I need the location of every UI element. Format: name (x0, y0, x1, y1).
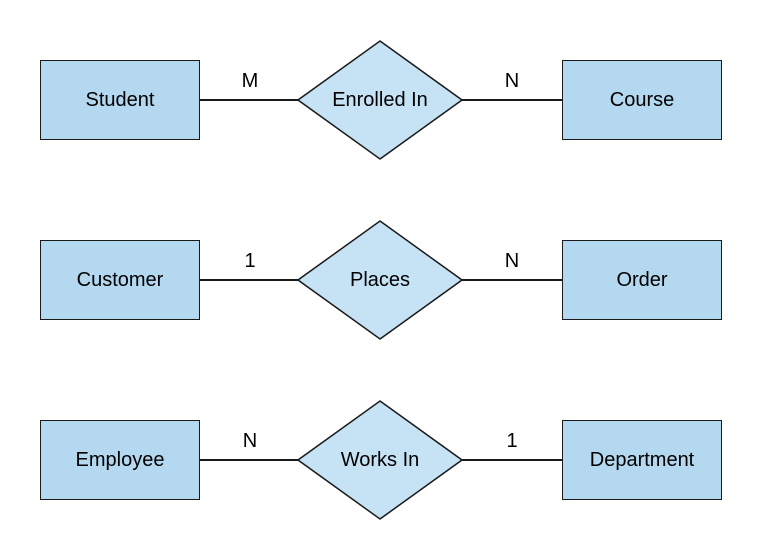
cardinality-label-left: 1 (244, 250, 256, 272)
relationship-places: Places (297, 220, 463, 340)
connector-line-customer-places (200, 279, 298, 281)
entity-customer-label: Customer (76, 268, 164, 291)
entity-department: Department (562, 420, 722, 500)
cardinality-label-right: 1 (506, 430, 518, 452)
relationship-row-student-course: Student M Enrolled In N Course (0, 40, 761, 160)
relationship-row-employee-department: Employee N Works In 1 Department (0, 400, 761, 520)
entity-order: Order (562, 240, 722, 320)
entity-department-label: Department (589, 448, 695, 471)
connector-line-places-order (462, 279, 562, 281)
cardinality-label-left: N (242, 430, 258, 452)
entity-student: Student (40, 60, 200, 140)
relationship-enrolled-in: Enrolled In (297, 40, 463, 160)
entity-student-label: Student (85, 88, 155, 111)
diamond-shape (297, 40, 463, 160)
relationship-enrolled-in-label: Enrolled In (332, 88, 428, 111)
cardinality-label-left: M (241, 70, 259, 92)
entity-order-label: Order (616, 268, 668, 291)
entity-employee: Employee (40, 420, 200, 500)
relationship-places-label: Places (349, 268, 411, 291)
diamond-shape (297, 220, 463, 340)
entity-course: Course (562, 60, 722, 140)
relationship-works-in: Works In (297, 400, 463, 520)
relationship-row-customer-order: Customer 1 Places N Order (0, 220, 761, 340)
connector-line-worksin-department (462, 459, 562, 461)
connector-line-employee-worksin (200, 459, 298, 461)
diamond-shape (297, 400, 463, 520)
cardinality-label-right: N (504, 250, 520, 272)
entity-course-label: Course (609, 88, 675, 111)
entity-customer: Customer (40, 240, 200, 320)
connector-line-enrolledin-course (462, 99, 562, 101)
connector-line-student-enrolledin (200, 99, 298, 101)
cardinality-label-right: N (504, 70, 520, 92)
entity-employee-label: Employee (75, 448, 165, 471)
relationship-works-in-label: Works In (340, 448, 420, 471)
